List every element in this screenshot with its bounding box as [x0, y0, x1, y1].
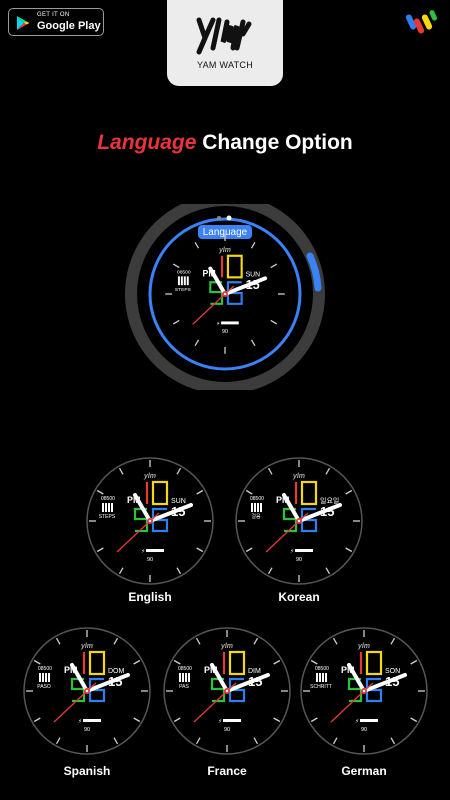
- svg-text:⚡: ⚡: [216, 320, 220, 327]
- watch-steps-label: PASO: [37, 684, 51, 690]
- svg-text:ylm: ylm: [357, 643, 370, 650]
- watch-steps-label: SCHRITT: [310, 684, 332, 690]
- battery-icon: ⚡: [290, 548, 294, 555]
- watch-preview-4[interactable]: ylm PM SON 15 08500 SCHRITT ⚡ 90: [299, 626, 429, 756]
- watch-hands: [193, 663, 270, 723]
- battery-icon: ⚡: [218, 718, 222, 725]
- watch-ampm: PM: [64, 665, 78, 675]
- svg-text:ylm: ylm: [143, 473, 156, 480]
- main-watch-preview[interactable]: Language ylm: [125, 204, 325, 390]
- language-selector-tag[interactable]: [198, 225, 252, 239]
- watch-preview-0[interactable]: ylm PM SUN 15 08500 STEPS ⚡ 90: [85, 456, 215, 586]
- watch-battery: 90: [224, 727, 230, 733]
- watch-steps-value: 08500: [38, 666, 52, 672]
- yam-logo-icon: [196, 17, 252, 55]
- brand-logo-card: YAM WATCH: [167, 0, 283, 86]
- battery-bar: [83, 719, 101, 722]
- headline-rest: Change Option: [196, 131, 353, 154]
- headline-accent: Language: [97, 131, 197, 154]
- watch-battery: 90: [84, 727, 90, 733]
- watch-ampm: PM: [204, 665, 218, 675]
- watch-ampm: PM: [341, 665, 355, 675]
- watch-steps-value: 08500: [250, 496, 264, 502]
- watch-ampm: PM: [276, 495, 290, 505]
- page-dot-2-active: [226, 215, 232, 221]
- battery-icon: ⚡: [141, 548, 145, 555]
- watch-hands: [265, 493, 342, 553]
- battery-icon: ⚡: [355, 718, 359, 725]
- battery-bar: [295, 549, 313, 552]
- watch-battery: 90: [147, 557, 153, 563]
- svg-text:ylm: ylm: [80, 643, 93, 650]
- watch-preview-3[interactable]: ylm PM DIM 15 08500 PAS ⚡ 90: [162, 626, 292, 756]
- battery-bar: [360, 719, 378, 722]
- language-selector-label: Language: [203, 227, 248, 238]
- page-dot-1: [217, 216, 221, 220]
- svg-text:90: 90: [222, 329, 228, 335]
- badge-small-text: GET IT ON: [37, 12, 70, 18]
- watch-day: SUN: [171, 498, 186, 505]
- svg-text:ylm: ylm: [218, 247, 231, 254]
- watch-hands: [116, 493, 193, 553]
- main-face-contents: ylm PM SUN 15 08500 STEPS ⚡ 90: [165, 234, 285, 354]
- language-caption-3: France: [207, 764, 247, 778]
- watch-hands: [330, 663, 407, 723]
- google-play-icon: [17, 16, 30, 30]
- hour-digits: [220, 254, 243, 279]
- tick-marks: [165, 234, 285, 354]
- watch-scroll-indicator[interactable]: [306, 252, 322, 292]
- battery-icon: ⚡: [78, 718, 82, 725]
- watch-battery: 90: [361, 727, 367, 733]
- page-headline: Language Change Option: [0, 131, 450, 155]
- app-corner-icon: [405, 10, 438, 34]
- badge-store-name: Google Play: [37, 20, 101, 32]
- watch-steps-value: 08500: [315, 666, 329, 672]
- svg-text:PM: PM: [202, 268, 215, 278]
- watch-steps-value: 08500: [178, 666, 192, 672]
- minute-digits: [209, 281, 243, 305]
- watch-steps-label: PAS: [179, 684, 189, 690]
- watch-day: DIM: [248, 668, 261, 675]
- language-caption-2: Spanish: [63, 764, 111, 778]
- svg-text:ylm: ylm: [220, 643, 233, 650]
- watch-hands: [192, 266, 268, 325]
- watch-day: SON: [385, 668, 400, 675]
- watch-ampm: PM: [127, 495, 141, 505]
- brand-name: YAM WATCH: [196, 60, 254, 70]
- watch-preview-2[interactable]: ylm PM DOM 15 08500 PASO ⚡ 90: [22, 626, 152, 756]
- svg-text:SUN: SUN: [246, 271, 261, 278]
- watch-battery: 90: [296, 557, 302, 563]
- svg-text:08500: 08500: [177, 269, 191, 275]
- google-play-badge[interactable]: GET IT ON Google Play: [8, 8, 104, 36]
- svg-text:ylm: ylm: [292, 473, 305, 480]
- battery-bar: [146, 549, 164, 552]
- watch-hands: [53, 663, 130, 723]
- svg-text:STEPS: STEPS: [175, 287, 192, 293]
- language-caption-4: German: [341, 764, 387, 778]
- watch-day: DOM: [108, 668, 125, 675]
- watch-selection-ring: [148, 217, 302, 371]
- battery-bar: [223, 719, 241, 722]
- language-caption-1: Korean: [278, 590, 320, 604]
- watch-steps-label: STEPS: [99, 514, 116, 520]
- watch-day: 일요일: [320, 496, 339, 505]
- watch-steps-label: 걸음: [251, 513, 261, 520]
- watch-steps-value: 08500: [101, 496, 115, 502]
- watch-preview-1[interactable]: ylm PM 일요일 15 08500 걸음 ⚡ 90: [234, 456, 364, 586]
- language-caption-0: English: [128, 590, 172, 604]
